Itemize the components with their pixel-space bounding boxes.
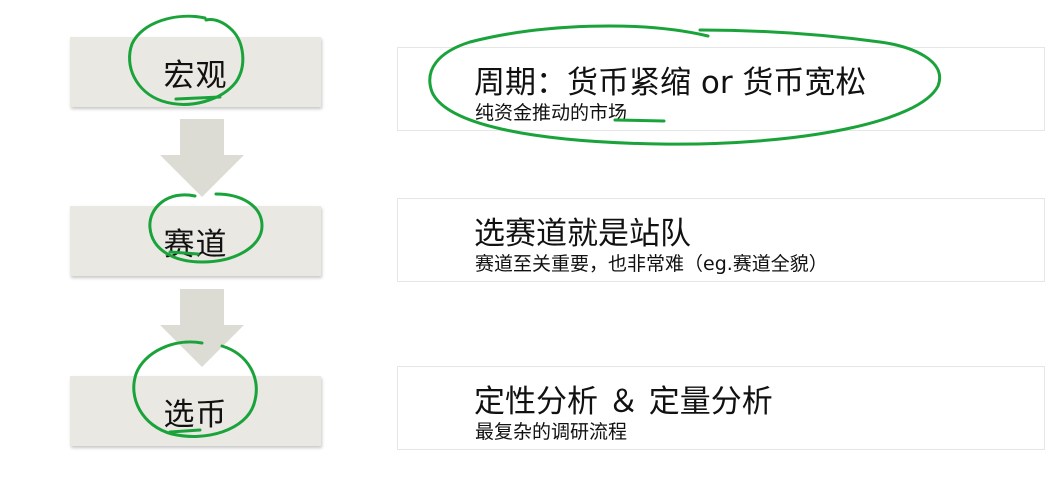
desc-coin-box: 定性分析 ＆ 定量分析 最复杂的调研流程 bbox=[397, 366, 1045, 450]
stage-coin-box: 选币 bbox=[70, 376, 321, 446]
desc-macro-box: 周期：货币紧缩 or 货币宽松 纯资金推动的市场 bbox=[397, 47, 1045, 131]
down-arrow-icon bbox=[160, 119, 244, 197]
stage-coin-label: 选币 bbox=[163, 396, 228, 433]
stage-track-box: 赛道 bbox=[70, 206, 321, 276]
desc-macro-subtitle: 纯资金推动的市场 bbox=[475, 102, 628, 124]
down-arrow-icon bbox=[160, 289, 244, 367]
stage-track-label: 赛道 bbox=[163, 226, 228, 263]
desc-track-title: 选赛道就是站队 bbox=[474, 216, 691, 252]
stage-macro-box: 宏观 bbox=[70, 37, 321, 107]
desc-macro-title: 周期：货币紧缩 or 货币宽松 bbox=[474, 65, 867, 101]
desc-track-box: 选赛道就是站队 赛道至关重要，也非常难（eg.赛道全貌） bbox=[397, 198, 1045, 282]
stage-macro-label: 宏观 bbox=[163, 57, 228, 94]
desc-track-subtitle: 赛道至关重要，也非常难（eg.赛道全貌） bbox=[475, 253, 828, 275]
desc-coin-title: 定性分析 ＆ 定量分析 bbox=[474, 384, 773, 420]
desc-coin-subtitle: 最复杂的调研流程 bbox=[475, 421, 628, 443]
